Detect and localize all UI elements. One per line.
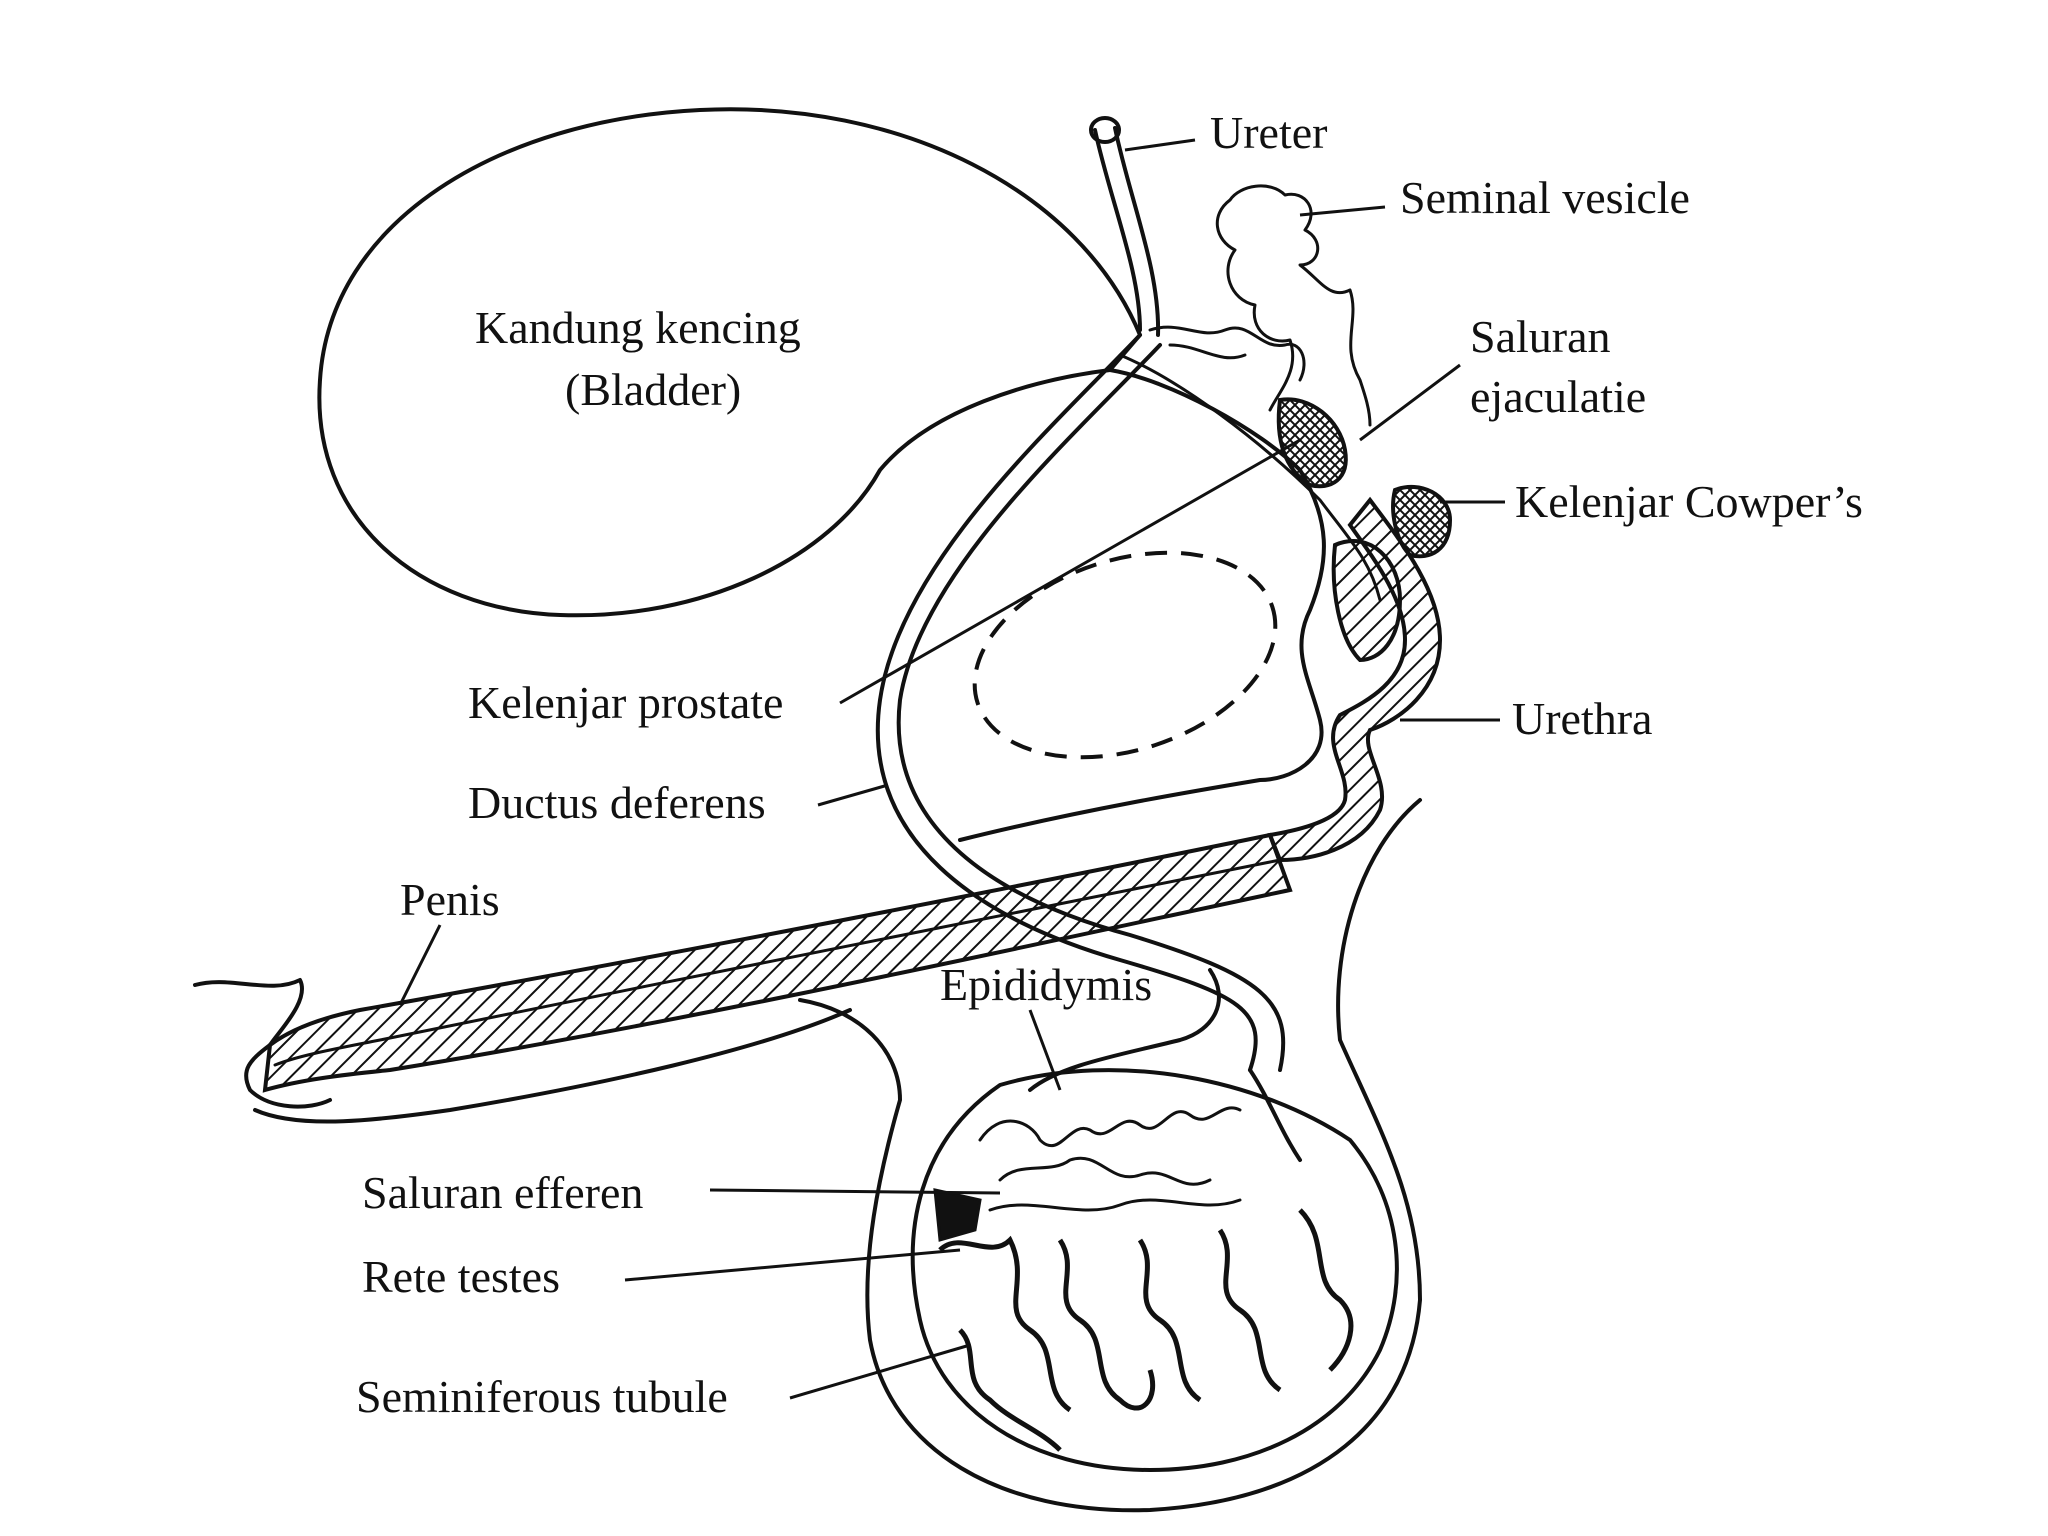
ejaculatory-duct: [1118, 353, 1382, 602]
testis-outline: [910, 1068, 1399, 1472]
label-ductus: Ductus deferens: [468, 777, 766, 828]
ureter-leader: [1124, 138, 1196, 152]
ductus-deferens: [875, 333, 1286, 1072]
label-cowpers: Kelenjar Cowper’s: [1515, 476, 1863, 527]
penis-leader: [398, 924, 442, 1006]
prostate-gland: [1276, 397, 1348, 489]
efferent-ducts: [978, 1106, 1242, 1212]
seminal-vesicle-shape: [1215, 184, 1372, 427]
label-prostate: Kelenjar prostate: [468, 677, 783, 728]
bladder-outline: [317, 107, 1142, 618]
label-epididymis: Epididymis: [940, 959, 1152, 1010]
seminal-vesicle-leader: [1299, 205, 1386, 217]
prostate-leader: [839, 438, 1301, 705]
label-efferent: Saluran efferen: [362, 1167, 643, 1218]
ureter-opening: [1089, 116, 1121, 144]
ejaculatory-leader: [1359, 363, 1461, 442]
cowpers-gland: [1391, 484, 1453, 559]
ductus-leader: [817, 783, 889, 807]
label-penis: Penis: [400, 874, 500, 925]
label-ejaculatory-line1: Saluran: [1470, 311, 1611, 362]
ureter-tube: [1093, 126, 1161, 337]
label-seminiferous: Seminiferous tubule: [356, 1371, 728, 1422]
efferent-leader: [709, 1188, 1001, 1195]
label-ureter: Ureter: [1210, 107, 1327, 158]
prostate-dashed-area: [972, 550, 1278, 760]
label-urethra: Urethra: [1512, 693, 1652, 744]
penis-foreskin: [253, 1008, 852, 1124]
rete-leader: [624, 1248, 961, 1282]
label-seminal-vesicle: Seminal vesicle: [1400, 172, 1690, 223]
urethra-channel: [273, 858, 1282, 1067]
prostate-region: [958, 368, 1326, 842]
seminiferous-leader: [789, 1343, 971, 1400]
epididymis-leader: [1028, 1009, 1062, 1091]
label-rete: Rete testes: [362, 1251, 560, 1302]
scrotum: [798, 798, 1422, 1513]
seminiferous-tubules: [938, 1208, 1354, 1452]
rete-testis: [933, 1188, 982, 1242]
label-bladder-line2: (Bladder): [565, 364, 741, 415]
seminal-vesicle-coils: [1148, 325, 1306, 382]
label-bladder-line1: Kandung kencing: [475, 302, 801, 353]
label-ejaculatory-line2: ejaculatie: [1470, 371, 1646, 422]
epididymis: [1028, 968, 1302, 1162]
glans-tip: [193, 978, 332, 1109]
